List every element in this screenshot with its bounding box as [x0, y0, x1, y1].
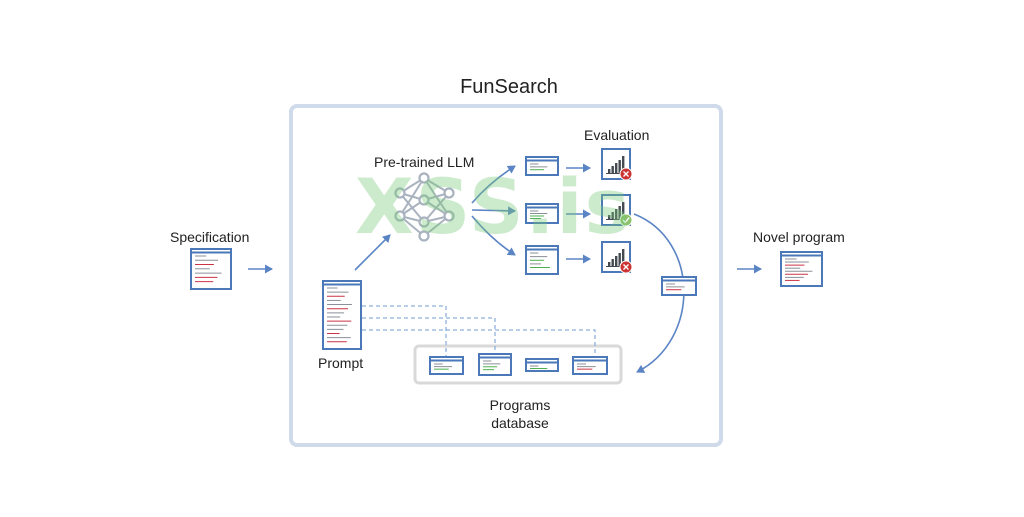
llm-to-program-1-arrow: [471, 165, 516, 204]
neural-network-icon: [394, 172, 455, 242]
feedback-program-icon: [661, 276, 697, 296]
prompt-doc-icon: [322, 280, 362, 350]
llm-to-program-3-arrow: [471, 215, 516, 256]
evaluation-card-2: [601, 194, 633, 227]
database-program-1-icon: [429, 356, 464, 375]
database-program-4-icon: [572, 356, 608, 375]
specification-label: Specification: [170, 229, 250, 245]
generated-program-1-icon: [525, 156, 559, 176]
evaluation-label: Evaluation: [584, 127, 650, 143]
pretrained-llm-label: Pre-trained LLM: [374, 154, 475, 170]
generated-program-2-icon: [525, 203, 559, 224]
programs-database-label: Programs database: [489, 397, 551, 431]
database-program-2-icon: [478, 353, 512, 376]
programs-database-box: [413, 344, 623, 385]
prompt-label: Prompt: [318, 355, 364, 371]
fail-cross-icon: [619, 167, 633, 181]
novel-program-label: Novel program: [753, 229, 845, 245]
funsearch-title: FunSearch: [460, 76, 558, 98]
novel-program-doc-icon: [780, 251, 823, 287]
evaluation-card-1: [601, 148, 633, 181]
specification-doc-icon: [190, 248, 232, 290]
pass-check-icon: [619, 213, 633, 227]
llm-to-program-2-arrow: [471, 206, 516, 216]
database-program-3-icon: [525, 358, 559, 372]
fail-cross-icon: [619, 260, 633, 274]
evaluation-card-3: [601, 241, 633, 274]
prompt-to-llm-arrow: [354, 234, 391, 271]
prompt-database-connectors: [362, 305, 596, 357]
funsearch-frame: [289, 104, 723, 447]
generated-program-3-icon: [525, 245, 559, 275]
